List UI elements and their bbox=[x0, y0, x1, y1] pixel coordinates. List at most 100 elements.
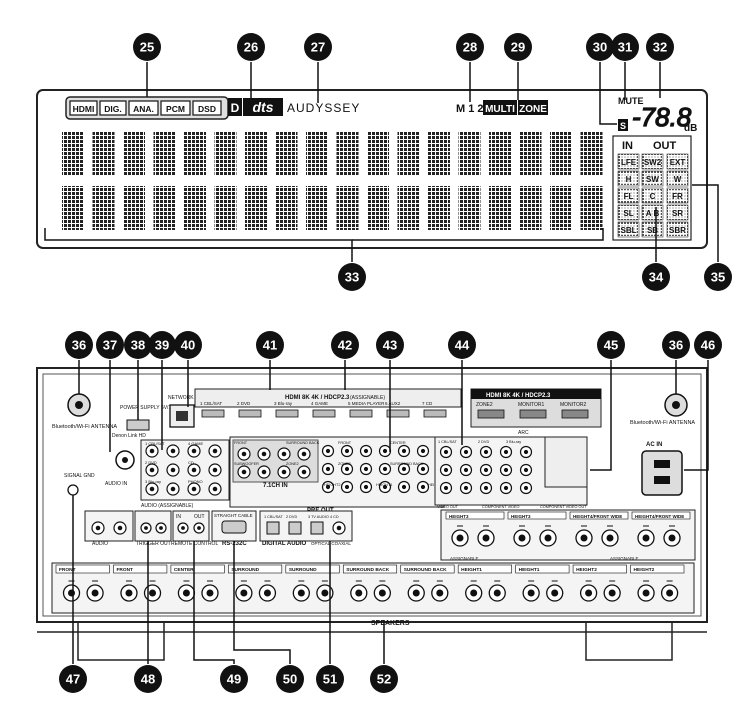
callout-marker bbox=[276, 665, 304, 693]
hdmi-output-label: ZONE2 bbox=[476, 402, 493, 408]
callout-marker bbox=[256, 331, 284, 359]
callout-number: 29 bbox=[511, 40, 525, 55]
callout-number: 32 bbox=[653, 40, 667, 55]
s-mark: S bbox=[620, 121, 626, 131]
matrix-character-cell bbox=[458, 186, 481, 230]
hdmi-out-header: HDMI 8K 4K / HDCP2.3 bbox=[486, 393, 551, 399]
callout-number: 48 bbox=[141, 672, 155, 687]
matrix-character-cell bbox=[428, 132, 450, 176]
hdmi-input-port[interactable] bbox=[312, 409, 336, 418]
input-badge-box bbox=[69, 100, 98, 116]
matrix-character-cell bbox=[153, 132, 176, 176]
antenna-left-label: Bluetooth/Wi-Fi ANTENNA bbox=[52, 424, 117, 430]
component-video-label: COMPONENT VIDEO OUT bbox=[540, 505, 587, 509]
preout-label: ZONE2 bbox=[286, 462, 299, 466]
callout-marker bbox=[504, 33, 532, 61]
m12-indicator: M 1 2 bbox=[456, 103, 484, 115]
callout-number: 36 bbox=[72, 338, 86, 353]
callout-marker bbox=[237, 33, 265, 61]
hdmi-output-label: MONITOR2 bbox=[560, 402, 587, 408]
matrix-character-cell bbox=[367, 186, 389, 230]
matrix-character-cell bbox=[245, 186, 267, 230]
preout-label: CENTER bbox=[390, 441, 406, 445]
callout-marker bbox=[611, 33, 639, 61]
preout-label: HEIGHT1 bbox=[376, 483, 392, 487]
matrix-character-cell bbox=[489, 132, 511, 176]
callout-marker bbox=[338, 263, 366, 291]
dot-matrix-area bbox=[62, 132, 603, 230]
hdmi-input-label: 1 CBL/SAT bbox=[200, 401, 222, 406]
callout-marker bbox=[662, 331, 690, 359]
input-badge: HDMI bbox=[73, 104, 95, 114]
input-badge: PCM bbox=[166, 104, 185, 114]
s-mark-box bbox=[618, 119, 628, 131]
hdmi-output-port[interactable] bbox=[561, 409, 589, 419]
matrix-character-cell bbox=[367, 132, 389, 176]
front-leader-lines bbox=[44, 62, 719, 262]
channel-indicator: H bbox=[626, 175, 632, 184]
ac-in-label: AC IN bbox=[646, 442, 662, 448]
straight-cable-label: STRAIGHT CABLE bbox=[214, 513, 253, 518]
callout-marker bbox=[174, 331, 202, 359]
callout-number: 25 bbox=[140, 40, 154, 55]
speaker-lower-label: HEIGHT1 bbox=[519, 567, 540, 573]
speaker-lower-label: FRONT bbox=[59, 567, 76, 573]
digital-input-label: 4 CD bbox=[330, 515, 339, 519]
preout-label: HEIGHT2 bbox=[324, 483, 340, 487]
speaker-lower-label: CENTER bbox=[174, 567, 194, 573]
signal-gnd-label: SIGNAL GND bbox=[64, 473, 95, 479]
matrix-character-cell bbox=[123, 186, 145, 230]
input-badge-box bbox=[99, 100, 127, 116]
remote-in-label: IN bbox=[176, 514, 181, 520]
callout-marker bbox=[370, 665, 398, 693]
speakers-label: SPEAKERS bbox=[371, 620, 410, 627]
matrix-character-cell bbox=[62, 186, 84, 230]
hdmi-output-port[interactable] bbox=[519, 409, 547, 419]
ac-inlet[interactable] bbox=[641, 450, 683, 496]
callout-marker bbox=[376, 331, 404, 359]
input-badge-box bbox=[160, 100, 191, 116]
rs232c-port[interactable] bbox=[221, 520, 247, 534]
digital-audio-label: DIGITAL AUDIO bbox=[262, 541, 307, 547]
callout-number: 26 bbox=[244, 40, 258, 55]
optical-input-port[interactable] bbox=[288, 521, 302, 535]
preout-label: ZONE3 bbox=[338, 462, 351, 466]
denon-link-label: Denon Link HD bbox=[112, 433, 146, 439]
multi-box bbox=[483, 100, 517, 115]
hdmi-input-label: 2 DVD bbox=[237, 401, 251, 406]
hdmi-input-port[interactable] bbox=[275, 409, 299, 418]
hdmi-input-port[interactable] bbox=[423, 409, 447, 418]
optical-input-port[interactable] bbox=[266, 521, 280, 535]
channel-indicator: C bbox=[650, 192, 656, 201]
preout-label: FRONT bbox=[234, 441, 248, 445]
hdmi-input-port[interactable] bbox=[349, 409, 373, 418]
matrix-character-cell bbox=[275, 132, 298, 176]
callout-marker bbox=[456, 33, 484, 61]
input-badge: DIG. bbox=[104, 104, 121, 114]
ch-in-label: 7.1CH IN bbox=[263, 483, 288, 489]
hdmi-input-port[interactable] bbox=[201, 409, 225, 418]
preout-label: SURROUND BACK bbox=[390, 462, 424, 466]
digital-input-label: 3 TV AUDIO bbox=[308, 515, 329, 519]
callout-number: 50 bbox=[283, 672, 297, 687]
matrix-character-cell bbox=[550, 132, 572, 176]
usb-port[interactable] bbox=[126, 419, 150, 431]
channel-indicator: SW bbox=[646, 175, 659, 184]
matrix-character-cell bbox=[123, 132, 145, 176]
hdmi-output-port[interactable] bbox=[477, 409, 505, 419]
callout-marker bbox=[148, 331, 176, 359]
channel-indicator: SL bbox=[623, 209, 633, 218]
matrix-character-cell bbox=[92, 186, 115, 230]
callout-number: 43 bbox=[383, 338, 397, 353]
callout-marker bbox=[448, 331, 476, 359]
signal-gnd-screw[interactable] bbox=[67, 484, 79, 496]
analog-input-label: 3 Blu-ray bbox=[145, 479, 161, 484]
channel-indicator: FR bbox=[672, 192, 683, 201]
hdmi-input-port[interactable] bbox=[386, 409, 410, 418]
callout-marker bbox=[646, 33, 674, 61]
callout-number: 51 bbox=[323, 672, 337, 687]
hdmi-input-port[interactable] bbox=[238, 409, 262, 418]
preout-label: FRONT bbox=[338, 441, 352, 445]
optical-input-port[interactable] bbox=[310, 521, 324, 535]
